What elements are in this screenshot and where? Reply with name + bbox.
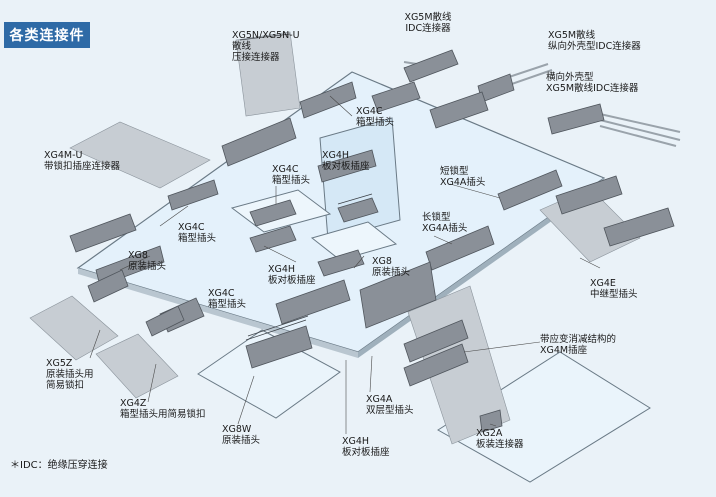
label-line: 箱型插头	[272, 175, 311, 186]
label-line: XG4A插头	[440, 177, 486, 188]
label-line: XG4C	[356, 106, 383, 117]
leader-lines	[89, 95, 601, 434]
board-xg2a	[437, 351, 651, 483]
connector-housings	[69, 49, 675, 433]
label-line: 短锁型	[440, 166, 469, 177]
label-line: XG4H	[322, 150, 350, 161]
pin-rows	[239, 33, 373, 341]
label-line: 板对板插座	[322, 161, 370, 172]
label-line: XG8	[128, 250, 148, 261]
label-line: 中继型插头	[590, 289, 638, 300]
label-line: 简易锁扣	[46, 380, 85, 391]
label-line: 原装插头	[128, 261, 167, 272]
label-line: 散线	[232, 41, 252, 52]
label-line: 长锁型	[422, 212, 451, 223]
small-board-mid	[310, 221, 398, 261]
label-line: XG4A插头	[422, 223, 468, 234]
label-line: 箱型插头用简易锁扣	[120, 409, 206, 420]
label-line: 双层型插头	[366, 405, 414, 416]
label-line: 板对板插座	[342, 447, 390, 458]
label-line: XG4M-U	[44, 150, 83, 161]
label-line: 原装插头用	[46, 369, 94, 380]
label-line: XG5M散线	[548, 30, 596, 41]
label-line: XG4A	[366, 394, 393, 405]
label-line: XG4E	[590, 278, 616, 289]
label-line: 带锁扣插座连接器	[44, 161, 121, 172]
label-line: 原装插头	[222, 435, 261, 446]
board-xg8w	[197, 329, 341, 419]
label-line: XG4C	[208, 288, 235, 299]
label-line: XG4C	[178, 222, 205, 233]
label-line: XG8W	[222, 424, 252, 435]
label-line: XG4C	[272, 164, 299, 175]
label-line: 板对板插座	[268, 275, 316, 286]
label-line: 箱型插头	[178, 233, 217, 244]
label-line: XG5Z	[46, 358, 73, 369]
label-line: XG8	[372, 256, 392, 267]
label-line: XG5M散线IDC连接器	[546, 83, 639, 94]
label-line: XG4M插座	[540, 345, 588, 356]
label-line: XG5N/XG5N-U	[232, 30, 300, 41]
section-title: 各类连接件	[4, 22, 90, 48]
label-line: 纵向外壳型IDC连接器	[548, 41, 641, 52]
label-line: 原装插头	[372, 267, 411, 278]
footnote: ＊IDC：绝缘压穿连接	[10, 460, 108, 471]
label-line: 箱型插头	[356, 117, 395, 128]
label-line: XG4H	[268, 264, 296, 275]
label-line: 板装连接器	[476, 439, 524, 450]
label-line: IDC连接器	[405, 23, 451, 34]
label-line: 横向外壳型	[546, 72, 594, 83]
label-line: XG5M散线	[404, 12, 452, 23]
label-line: 压接连接器	[232, 52, 280, 63]
label-xg5m-vertical: XG5M散线纵向外壳型IDC连接器	[548, 30, 641, 52]
label-line: XG4Z	[120, 398, 147, 409]
label-line: XG4H	[342, 436, 370, 447]
label-line: 带应变消减结构的	[540, 334, 617, 345]
label-line: 箱型插头	[208, 299, 247, 310]
label-line: XG2A	[476, 428, 503, 439]
